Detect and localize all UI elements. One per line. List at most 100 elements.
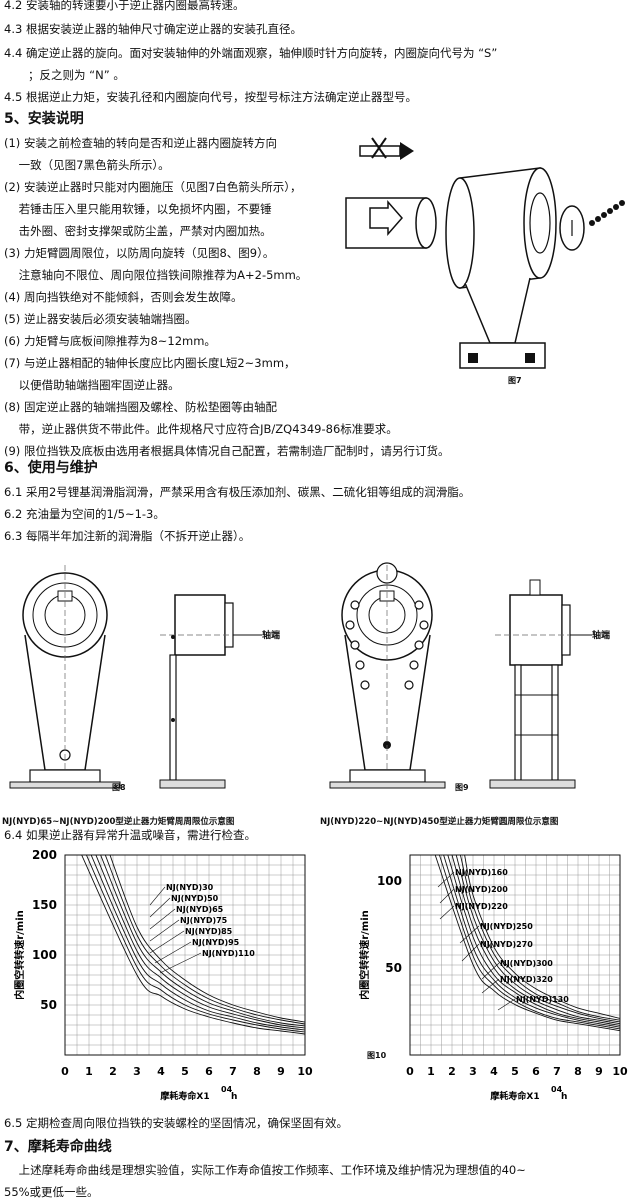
section-6-title: 6、使用与维护	[4, 460, 98, 476]
press-arrow-icon	[369, 200, 403, 236]
x-tick-label: 10	[297, 1065, 313, 1078]
x-tick-label: 6	[205, 1065, 213, 1078]
y-tick-label: 50	[40, 998, 57, 1012]
series-label: NJ(NYD)85	[185, 927, 233, 936]
fig9-front-view	[329, 562, 446, 790]
item-4-3: 4.3 根据安装逆止器的轴伸尺寸确定逆止器的安装孔直径。	[4, 22, 302, 36]
y-axis-label: 内圈空转转速r/min	[358, 910, 371, 1000]
item-4-4-cont: ；反之则为 “N” 。	[28, 68, 125, 82]
y-tick-label: 100	[32, 948, 57, 962]
series-label: NJ(NYD)110	[202, 949, 255, 958]
series-line-NJ(NYD)270	[447, 855, 620, 1026]
x-tick-label: 8	[253, 1065, 261, 1078]
x-tick-label: 7	[229, 1065, 237, 1078]
x-tick-label: 9	[595, 1065, 603, 1078]
x-tick-label: 5	[181, 1065, 189, 1078]
x-axis-label-exp: 04	[551, 1085, 563, 1094]
s5-line-8: (4) 周向挡铁绝对不能倾斜，否则会发生故障。	[4, 290, 243, 304]
s5-line-1: (1) 安装之前检查轴的转向是否和逆止器内圈旋转方向	[4, 136, 277, 150]
fig8-shaft-end-label: 轴端	[262, 631, 281, 641]
x-tick-label: 5	[511, 1065, 519, 1078]
x-tick-label: 3	[133, 1065, 141, 1078]
plot-frame	[64, 854, 306, 1056]
line-6-5: 6.5 定期检查周向限位挡铁的安装螺栓的坚固情况，确保坚固有效。	[4, 1116, 348, 1130]
item-4-4: 4.4 确定逆止器的旋向。面对安装轴伸的外端面观察，轴伸顺时针方向旋转，内圈旋向…	[4, 46, 498, 60]
figure-7-label: 图7	[508, 376, 522, 385]
series-line-NJ(NYD)220	[455, 855, 620, 1023]
x-axis-label: 摩耗寿命X1	[490, 1090, 539, 1102]
item-4-5: 4.5 根据逆止力矩，安装孔径和内圈旋向代号，按型号标注方法确定逆止器型号。	[4, 90, 417, 104]
torque-arm	[464, 277, 531, 344]
x-tick-label: 4	[490, 1065, 498, 1078]
series-line-NJ(NYD)30	[109, 855, 305, 1023]
figure-7-drawing	[345, 137, 625, 369]
figure-8-label: 图8	[112, 783, 126, 792]
figure-8-caption: NJ(NYD)65~NJ(NYD)200型逆止器力矩臂周周限位示意图	[2, 817, 235, 827]
series-leader	[481, 978, 500, 994]
series-group	[434, 855, 620, 1032]
series-line-NJ(NYD)300	[443, 855, 620, 1028]
s5-line-6: (3) 力矩臂圆周限位，以防周向旋转（见图8、图9）。	[4, 246, 275, 260]
series-label: NJ(NYD)200	[455, 885, 508, 894]
series-group	[81, 855, 305, 1035]
x-tick-label: 0	[406, 1065, 414, 1078]
s5-line-13: (8) 固定逆止器的轴端挡圈及螺栓、防松垫圈等由轴配	[4, 400, 277, 414]
x-tick-label: 3	[469, 1065, 477, 1078]
series-line-NJ(NYD)130	[434, 855, 620, 1032]
series-leader	[149, 886, 166, 906]
s5-line-5: 击外圈、密封支撑架或防尘盖，严禁对内圈加热。	[4, 224, 272, 238]
base-bracket	[459, 342, 546, 369]
x-tick-label: 0	[61, 1065, 69, 1078]
y-axis-label: 内圈空转转速r/min	[13, 910, 26, 1000]
fig9-side-view	[489, 579, 592, 789]
s5-line-3: (2) 安装逆止器时只能对内圈施压（见图7白色箭头所示），	[4, 180, 302, 194]
s6-line-1: 6.1 采用2号锂基润滑脂润滑，严禁采用含有极压添加剂、碳黑、二硫化钼等组成的润…	[4, 485, 471, 499]
section-7-title: 7、摩耗寿命曲线	[4, 1139, 112, 1155]
x-tick-label: 7	[553, 1065, 561, 1078]
series-label: NJ(NYD)50	[171, 894, 219, 903]
s6-line-3: 6.3 每隔半年加注新的润滑脂（不拆开逆止器）。	[4, 529, 251, 543]
figure-9-label: 图9	[455, 783, 469, 792]
series-leader	[481, 962, 500, 980]
series-label: NJ(NYD)160	[455, 868, 508, 877]
y-tick-label: 50	[385, 961, 402, 975]
s5-line-2: 一致（见图7黑色箭头所示）。	[4, 158, 170, 172]
section-5-title: 5、安装说明	[4, 111, 84, 127]
line-6-4: 6.4 如果逆止器有异常升温或噪音，需进行检查。	[4, 828, 256, 842]
series-line-NJ(NYD)50	[104, 855, 305, 1025]
series-label: NJ(NYD)320	[500, 975, 553, 984]
plot-frame	[409, 854, 621, 1056]
series-leader	[497, 998, 516, 1011]
series-label: NJ(NYD)75	[180, 916, 228, 925]
fig9-shaft-end-label: 轴端	[592, 631, 611, 641]
series-line-NJ(NYD)65	[100, 855, 305, 1027]
series-label: NJ(NYD)130	[516, 995, 569, 1004]
item-4-2: 4.2 安装轴的转速要小于逆止器内圈最高转速。	[4, 0, 245, 12]
x-tick-label: 1	[427, 1065, 435, 1078]
s5-line-4: 若锤击压入里只能用软锤，以免损坏内圈，不要锤	[4, 202, 272, 216]
x-axis-label-unit: h	[561, 1092, 567, 1102]
series-leader	[149, 908, 176, 930]
series-leader	[159, 952, 202, 974]
series-label: NJ(NYD)300	[500, 959, 553, 968]
series-label: NJ(NYD)250	[480, 922, 533, 931]
series-leader	[149, 930, 185, 954]
series-leader	[149, 897, 171, 918]
series-leader	[149, 919, 180, 942]
series-label: NJ(NYD)65	[176, 905, 224, 914]
x-tick-label: 2	[109, 1065, 117, 1078]
series-leader	[439, 888, 455, 904]
series-line-NJ(NYD)75	[95, 855, 305, 1029]
series-leader	[459, 925, 480, 944]
series-leader	[439, 905, 455, 920]
figure-10-label: 图10	[367, 1051, 387, 1060]
x-tick-label: 2	[448, 1065, 456, 1078]
rotation-arrow-icon	[359, 137, 414, 160]
series-line-NJ(NYD)200	[459, 855, 620, 1021]
x-axis-label-unit: h	[231, 1092, 237, 1102]
x-axis-label: 摩耗寿命X1	[160, 1090, 209, 1102]
s5-line-15: (9) 限位挡铁及底板由选用者根据具体情况自己配置，若需制造厂配制时，请另行订货…	[4, 444, 450, 458]
fig8-side-view	[159, 594, 262, 789]
s5-line-14: 带，逆止器供货不带此件。此件规格尺寸应符合JB/ZQ4349-86标准要求。	[4, 422, 398, 436]
